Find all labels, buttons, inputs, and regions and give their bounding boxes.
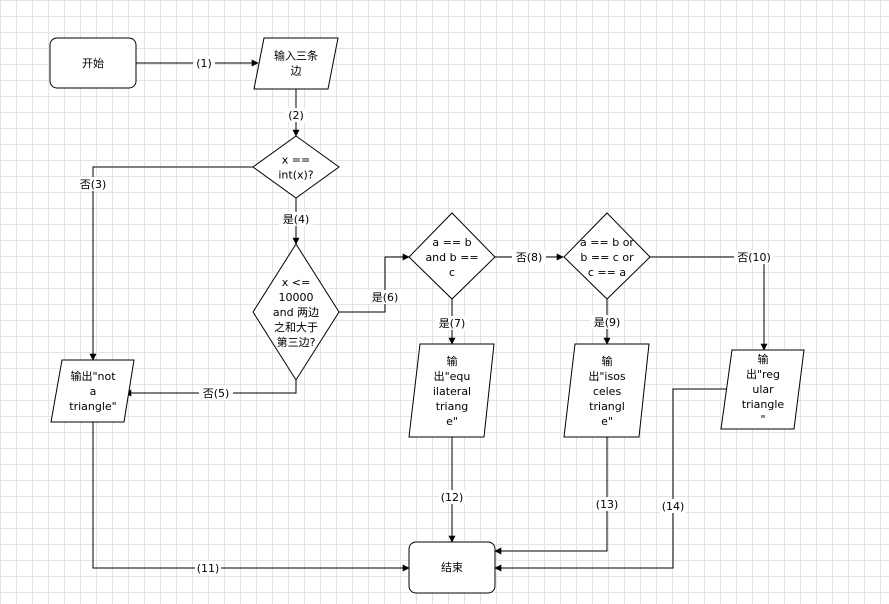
output-not-triangle-node: 输出"not a triangle"	[50, 359, 135, 423]
node-text-line: int(x)?	[278, 169, 313, 182]
decision-equilateral-label: a == b and b == c	[425, 236, 478, 279]
edge-labels: (1) (2) 否(3) 是(4) 否(5) 是(6) 是(7) 否(8) 是(…	[76, 56, 774, 575]
node-text-line: triangle	[742, 398, 785, 411]
output-isosceles-node: 输出"isos celes triangl e"	[563, 343, 650, 438]
nodes: 开始 输入三条边 x == int(x)? x <= 10000 and 两边之和大于…	[49, 37, 805, 594]
edge-label-11: (11)	[197, 562, 220, 575]
node-text-line: a == b	[432, 236, 471, 249]
node-text-line: 输	[758, 352, 769, 366]
decision-isosceles-label: a == b or b == c or c == a	[580, 236, 634, 279]
edge-label-4: 是(4)	[283, 213, 310, 226]
node-text-line: 输入三条	[274, 49, 318, 63]
decision-range-node: x <= 10000 and 两边之和大于第三边?	[252, 243, 340, 381]
output-isosceles-label: 输出"isos celes triangl e"	[588, 354, 626, 428]
node-text-line: ilateral	[433, 385, 471, 398]
decision-int-label: x == int(x)?	[278, 154, 313, 182]
output-regular-label: 输出"reg ular triangle "	[742, 352, 785, 426]
node-text-line: 输	[602, 354, 613, 368]
end-label: 结束	[441, 561, 463, 574]
node-text-line: c == a	[588, 266, 626, 279]
node-text-line: 输	[447, 354, 458, 368]
node-text-line: "	[760, 413, 765, 426]
decision-int-node: x == int(x)?	[252, 135, 340, 199]
output-not-triangle-label: 输出"not a triangle"	[69, 369, 116, 413]
node-text-line: b == c or	[580, 251, 634, 264]
decision-range-label: x <= 10000 and 两边之和大于第三边?	[273, 276, 319, 349]
node-text-line: 结束	[441, 561, 463, 574]
node-text-line: c	[449, 266, 455, 279]
node-text-line: celes	[593, 385, 622, 398]
edge-label-2: (2)	[288, 109, 304, 122]
node-text-line: 出"reg	[746, 367, 780, 381]
node-text-line: a	[90, 385, 97, 398]
node-text-line: and 两边	[273, 306, 319, 319]
edge-label-5: 否(5)	[203, 387, 230, 400]
output-equilateral-node: 输出"equ ilateral triang e"	[408, 343, 495, 438]
node-text-line: 出"equ	[434, 369, 471, 383]
edge-11	[92, 394, 410, 572]
node-text-line: 出"isos	[588, 369, 626, 383]
output-regular-node: 输出"reg ular triangle "	[720, 349, 805, 430]
node-text-line: a == b or	[580, 236, 634, 249]
edge-10	[650, 256, 768, 351]
edge-label-13: (13)	[596, 498, 619, 511]
start-label: 开始	[82, 56, 104, 70]
decision-isosceles-node: a == b or b == c or c == a	[563, 212, 651, 300]
node-text-line: x <=	[282, 276, 310, 289]
output-equilateral-label: 输出"equ ilateral triang e"	[433, 354, 471, 428]
start-node: 开始	[49, 37, 137, 89]
edge-label-14: (14)	[662, 500, 685, 513]
edge-6	[339, 253, 410, 313]
edge-label-10: 否(10)	[737, 251, 771, 264]
node-text-line: 开始	[82, 56, 104, 70]
node-text-line: and b ==	[425, 251, 478, 264]
node-text-line: x ==	[282, 154, 310, 167]
node-text-line: 之和大于	[274, 320, 318, 334]
edge-14	[494, 388, 733, 572]
edge-label-3: 否(3)	[80, 178, 107, 191]
edge-3	[89, 166, 254, 361]
node-text-line: triangl	[589, 400, 625, 413]
node-text-line: triang	[436, 400, 469, 413]
edge-5	[124, 379, 297, 397]
node-text-line: ular	[752, 383, 774, 396]
edge-label-1: (1)	[196, 57, 212, 70]
edge-label-9: 是(9)	[594, 316, 621, 329]
decision-equilateral-node: a == b and b == c	[408, 212, 496, 300]
node-text-line: 10000	[279, 291, 314, 304]
edge-label-12: (12)	[441, 491, 464, 504]
node-text-line: e"	[446, 415, 458, 428]
input-label: 输入三条边	[274, 49, 318, 78]
input-node: 输入三条边	[253, 37, 339, 90]
node-text-line: 输出"not	[70, 369, 116, 383]
end-node: 结束	[408, 541, 496, 594]
edges	[89, 59, 768, 572]
node-text-line: 边	[291, 65, 302, 78]
edge-label-7: 是(7)	[439, 317, 466, 330]
node-text-line: e"	[601, 415, 613, 428]
edge-13	[494, 437, 608, 555]
edge-label-8: 否(8)	[516, 251, 543, 264]
node-text-line: triangle"	[69, 400, 116, 413]
node-text-line: 第三边?	[277, 335, 316, 349]
edge-label-6: 是(6)	[372, 291, 399, 304]
